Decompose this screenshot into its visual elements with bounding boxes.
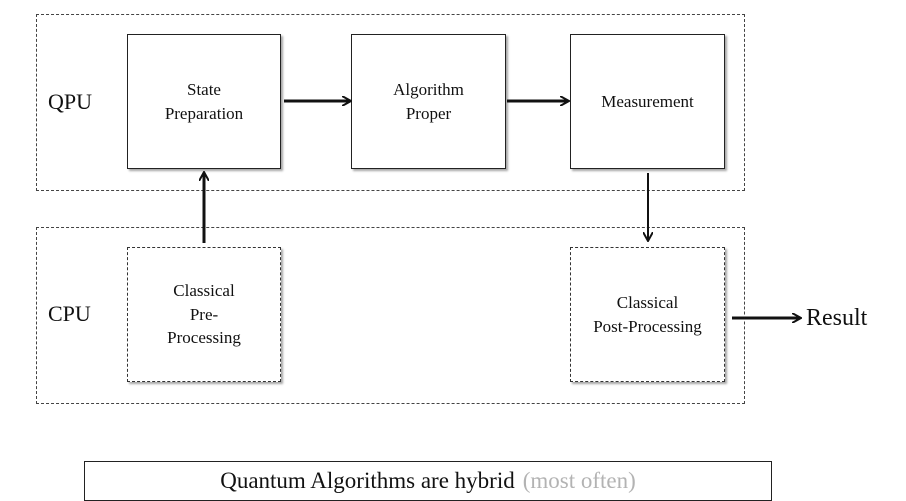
- caption-note: (most often): [522, 468, 636, 493]
- caption-main: Quantum Algorithms are hybrid: [220, 468, 515, 493]
- result-label: Result: [806, 305, 868, 331]
- measurement-box: Measurement: [570, 34, 725, 169]
- algorithm-proper-box: Algorithm Proper: [351, 34, 506, 169]
- classical-postprocessing-box: Classical Post-Processing: [570, 247, 725, 382]
- qpu-region: [36, 14, 745, 191]
- state-preparation-box: State Preparation: [127, 34, 281, 169]
- cpu-region: [36, 227, 745, 404]
- caption-box: Quantum Algorithms are hybrid (most often…: [84, 461, 772, 501]
- cpu-label: CPU: [48, 301, 91, 326]
- classical-preprocessing-box: Classical Pre- Processing: [127, 247, 281, 382]
- qpu-label: QPU: [48, 89, 93, 114]
